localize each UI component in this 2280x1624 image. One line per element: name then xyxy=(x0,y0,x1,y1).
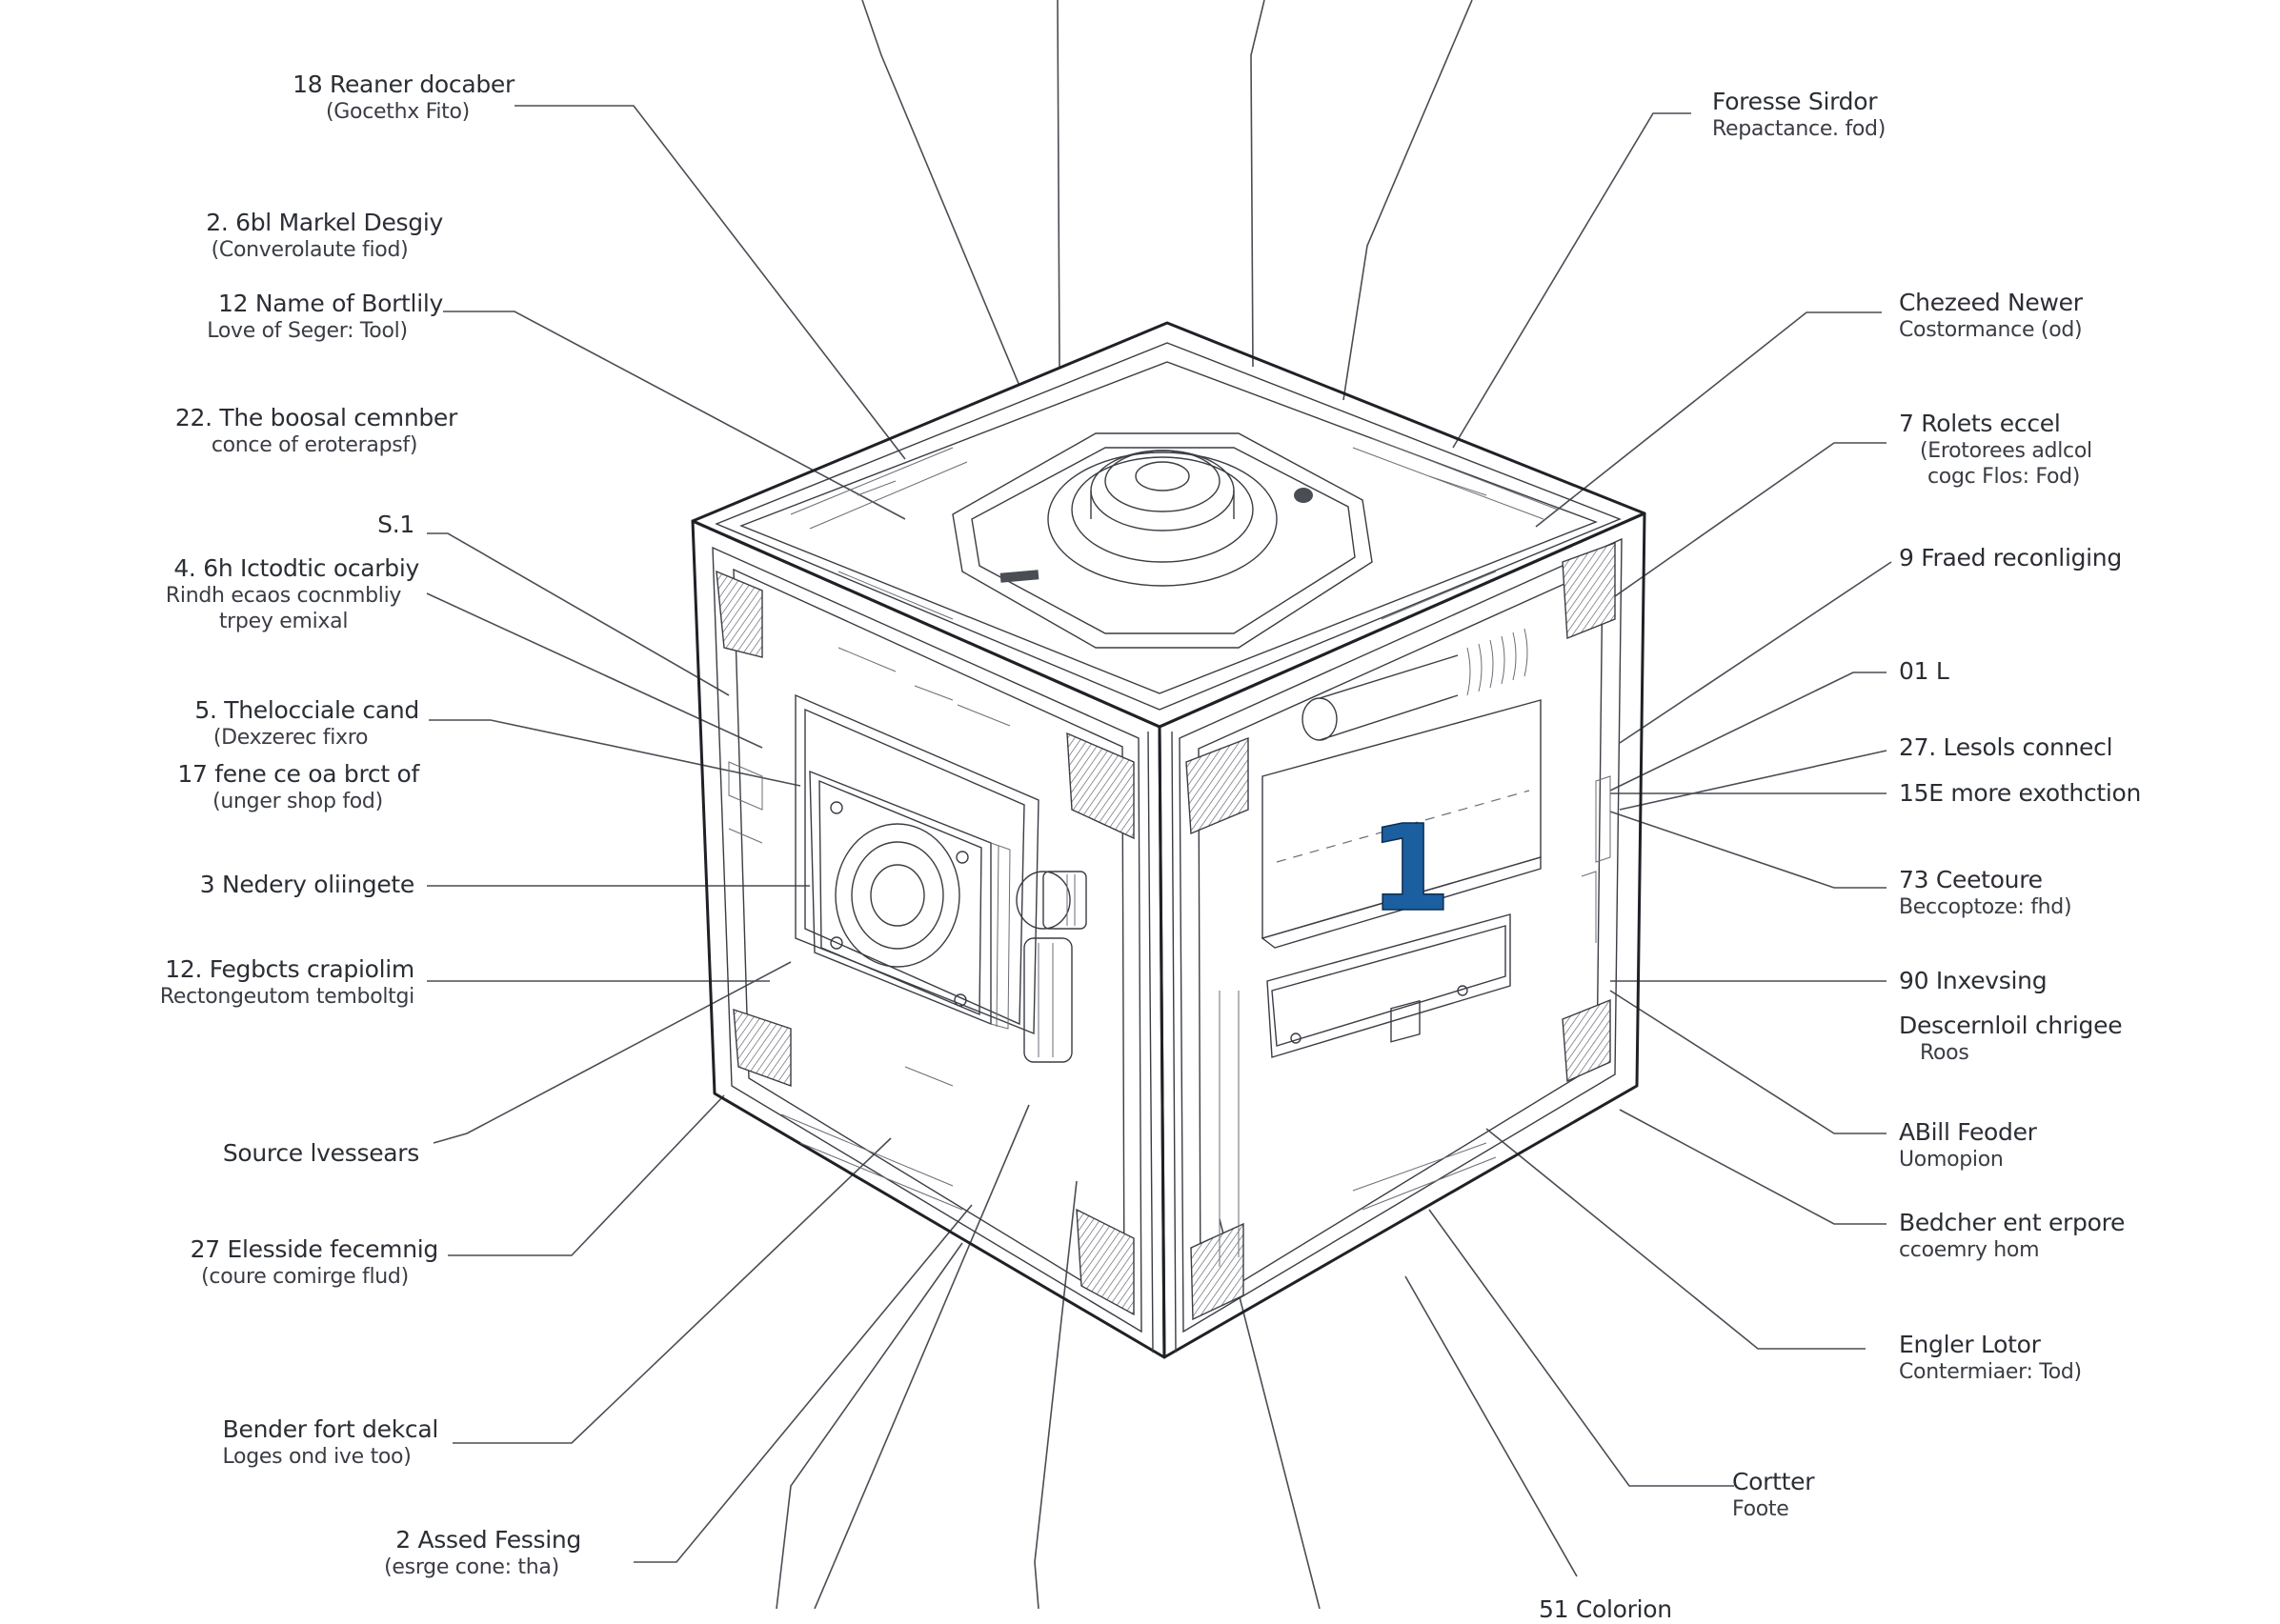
callout-right-9: 90 Inxevsing xyxy=(1899,967,2048,995)
callout-left-9: 3 Nedery oliingete xyxy=(162,871,415,899)
callout-title: 01 L xyxy=(1899,657,1949,685)
callout-title: 3 Nedery oliingete xyxy=(199,871,415,898)
callout-title: Chezeed Newer xyxy=(1899,289,2083,316)
callout-title: 5. Thelocciale cand xyxy=(194,696,419,724)
cube-top-face xyxy=(691,321,1646,729)
callout-subtitle: Roos xyxy=(1920,1041,1969,1065)
callout-title: 27 Elesside fecemnig xyxy=(190,1235,439,1263)
callout-title: 51 Colorion xyxy=(1539,1595,1672,1623)
callout-title: Engler Lotor xyxy=(1899,1331,2041,1358)
callout-subtitle: (Erotorees adlcol xyxy=(1920,439,2092,463)
callout-subtitle: Foote xyxy=(1732,1497,1789,1521)
drawer-module xyxy=(1266,913,1511,1058)
callout-right-10: Descernloil chrigee Roos xyxy=(1899,1012,2123,1066)
callout-right-1: Foresse Sirdor Repactance. fod) xyxy=(1712,88,1886,142)
callout-left-3: 12 Name of Bortlily Love of Seger: Tool) xyxy=(172,290,443,344)
callout-left-11: Source lvessears xyxy=(205,1139,419,1168)
callout-left-4: 22. The boosal cemnber conce of eroterap… xyxy=(172,404,457,458)
callout-left-5: S.1 xyxy=(343,511,414,539)
callout-title: Bender fort dekcal xyxy=(222,1415,439,1443)
face-badge-plate: 1 xyxy=(1261,699,1542,949)
callout-subtitle: Contermiaer: Tod) xyxy=(1899,1360,2082,1384)
callout-title: 73 Ceetoure xyxy=(1899,866,2043,893)
callout-title: 22. The boosal cemnber xyxy=(174,404,457,431)
callout-right-13: Engler Lotor Contermiaer: Tod) xyxy=(1899,1331,2082,1385)
callout-subtitle: Beccoptoze: fhd) xyxy=(1899,895,2072,919)
callout-subtitle: (esrge cone: tha) xyxy=(384,1555,559,1579)
cylinder-module xyxy=(1016,871,1087,1063)
callout-title: ABill Feoder xyxy=(1899,1118,2037,1146)
callout-subtitle: Love of Seger: Tool) xyxy=(207,319,408,343)
callout-left-7: 5. Thelocciale cand (Dexzerec fixro xyxy=(162,696,419,751)
callout-title: 12 Name of Bortlily xyxy=(218,290,443,317)
callout-title: 18 Reaner docaber xyxy=(293,70,515,98)
callout-subtitle: Uomopion xyxy=(1899,1148,2004,1172)
callout-subtitle: (Converolaute fiod) xyxy=(211,238,409,262)
callout-subtitle-2: cogc Flos: Fod) xyxy=(1927,465,2081,489)
callout-title: Source lvessears xyxy=(222,1139,419,1167)
callout-subtitle: (Dexzerec fixro xyxy=(212,726,369,750)
callout-subtitle: Rectongeutom temboltgi xyxy=(159,985,414,1009)
callout-subtitle-2: trpey emixal xyxy=(218,610,349,633)
callout-subtitle: (Gocethx Fito) xyxy=(326,100,470,124)
spring-rail xyxy=(1301,628,1528,741)
callout-right-15: 51 Colorion xyxy=(1539,1595,1672,1624)
callout-title: Descernloil chrigee xyxy=(1899,1012,2123,1039)
callout-subtitle: Loges ond ive too) xyxy=(222,1445,412,1469)
callout-left-6: 4. 6h Ictodtic ocarbiy Rindh ecaos cocnm… xyxy=(148,554,419,634)
callout-left-12: 27 Elesside fecemnig (coure comirge flud… xyxy=(172,1235,439,1290)
callout-title: 2 Assed Fessing xyxy=(395,1526,581,1554)
callout-subtitle: Repactance. fod) xyxy=(1712,117,1886,141)
callout-right-14: Cortter Foote xyxy=(1732,1468,1815,1522)
callout-right-4: 9 Fraed reconliging xyxy=(1899,544,2122,572)
callout-title: 4. 6h Ictodtic ocarbiy xyxy=(173,554,419,582)
callout-title: 12. Fegbcts crapiolim xyxy=(165,955,414,983)
callout-title: Cortter xyxy=(1732,1468,1815,1495)
leader-lines xyxy=(426,0,1892,1609)
callout-right-6: 27. Lesols connecl xyxy=(1899,733,2113,762)
callout-subtitle: (coure comirge flud) xyxy=(201,1265,409,1289)
speaker-module xyxy=(795,693,1039,1035)
callout-subtitle: ccoemry hom xyxy=(1899,1238,2040,1262)
callout-title: 17 fene ce oa brct of xyxy=(177,760,419,788)
callout-title: 7 Rolets eccel xyxy=(1899,410,2061,437)
callout-right-11: ABill Feoder Uomopion xyxy=(1899,1118,2037,1173)
callout-left-2: 2. 6bl Markel Desgiy (Converolaute fiod) xyxy=(176,209,443,263)
callout-left-1: 18 Reaner docaber (Gocethx Fito) xyxy=(281,70,515,125)
callout-subtitle: conce of eroterapsf) xyxy=(211,433,418,457)
callout-right-7: 15E more exothction xyxy=(1899,779,2141,808)
callout-title: Foresse Sirdor xyxy=(1712,88,1878,115)
callout-title: 2. 6bl Markel Desgiy xyxy=(206,209,443,236)
callout-left-10: 12. Fegbcts crapiolim Rectongeutom tembo… xyxy=(124,955,414,1010)
callout-title: 9 Fraed reconliging xyxy=(1899,544,2122,571)
callout-right-8: 73 Ceetoure Beccoptoze: fhd) xyxy=(1899,866,2072,920)
callout-right-5: 01 L xyxy=(1899,657,1949,686)
callout-title: 27. Lesols connecl xyxy=(1899,733,2113,761)
callout-title: Bedcher ent erpore xyxy=(1899,1209,2126,1236)
callout-subtitle: Rindh ecaos cocnmbliy xyxy=(165,584,402,608)
cube-right-face xyxy=(1158,511,1646,1359)
callout-title: S.1 xyxy=(377,511,414,538)
face-badge-number: 1 xyxy=(1369,800,1452,938)
callout-left-8: 17 fene ce oa brct of (unger shop fod) xyxy=(176,760,419,814)
callout-subtitle: (unger shop fod) xyxy=(212,790,383,813)
callout-subtitle: Costormance (od) xyxy=(1899,318,2083,342)
callout-title: 15E more exothction xyxy=(1899,779,2142,807)
callout-left-13: Bender fort dekcal Loges ond ive too) xyxy=(195,1415,438,1470)
callout-title: 90 Inxevsing xyxy=(1899,967,2048,994)
callout-right-2: Chezeed Newer Costormance (od) xyxy=(1899,289,2083,343)
cube-enclosure: 1 xyxy=(691,321,1646,1359)
callout-right-3: 7 Rolets eccel (Erotorees adlcol cogc Fl… xyxy=(1899,410,2092,490)
callout-right-12: Bedcher ent erpore ccoemry hom xyxy=(1899,1209,2125,1263)
callout-left-14: 2 Assed Fessing (esrge cone: tha) xyxy=(362,1526,581,1580)
